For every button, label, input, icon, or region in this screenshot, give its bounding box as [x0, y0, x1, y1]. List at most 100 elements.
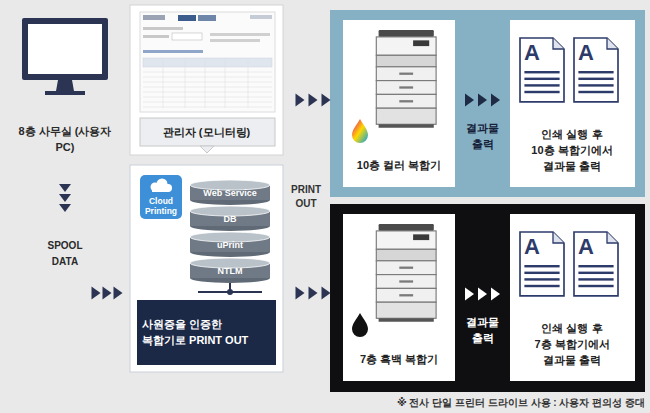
- edge-label: SPOOL DATA: [40, 238, 90, 270]
- arrow-chevron: [296, 287, 305, 300]
- db-layer: uPrint: [192, 238, 268, 252]
- document-letter: A: [578, 235, 598, 259]
- arrow-chevron: [322, 287, 331, 300]
- screenshot-line: [143, 27, 183, 30]
- monitoring-panel: 관리자 (모니터링): [130, 5, 283, 155]
- screenshot-menu: [250, 15, 272, 19]
- mono-printer-panel: [330, 204, 645, 392]
- screenshot-tab: [198, 15, 216, 21]
- monitor-frame: [22, 18, 108, 80]
- screenshot-table-rows: [143, 58, 272, 108]
- node-text: Web Service: [192, 186, 268, 200]
- admin-panel: [130, 5, 283, 155]
- printer-box: 7층 흑백 복합기: [343, 214, 455, 381]
- color-ink-drop: [352, 119, 368, 143]
- node-text: Cloud Printing: [140, 196, 182, 216]
- print-server: 사원증을 인증한 복합기로 PRINT OUT Cloud Printing Web…: [130, 165, 283, 372]
- arrow-chevron: [465, 94, 474, 107]
- node-text: 7층 흑백 복합기: [343, 351, 455, 367]
- document-icon: [574, 232, 618, 296]
- panel-ground: [130, 165, 283, 372]
- document-icon: [574, 38, 618, 102]
- chevron-connector: [465, 94, 500, 107]
- screenshot: [140, 12, 275, 112]
- color-printer-panel: [330, 10, 645, 197]
- print-out-bar: [137, 300, 276, 365]
- footnote: ※ 전사 단일 프린터 드라이브 사용 : 사용자 편의성 증대: [300, 396, 645, 410]
- arrow-chevron: [322, 94, 331, 107]
- panel-ground: [130, 5, 283, 155]
- printer-icon: [376, 30, 436, 128]
- arrow-chevron: [309, 287, 318, 300]
- cloud-printing-badge: Cloud Printing: [140, 175, 182, 219]
- printer-box: [343, 20, 455, 187]
- disc: [190, 232, 270, 257]
- node-text: 관리자 (모니터링): [140, 118, 273, 146]
- caption-box: [140, 118, 275, 146]
- disc: [190, 180, 270, 205]
- arrow-chevron: [465, 288, 474, 301]
- screenshot-logo: [143, 15, 165, 20]
- screenshot-table-head: [143, 58, 272, 67]
- node-text: 10층 컬러 복합기: [343, 157, 455, 173]
- edge-label: 결과물 출력: [461, 314, 505, 346]
- db-stack: [190, 180, 270, 283]
- node-text: DB: [192, 212, 268, 226]
- edge-label: 결과물 출력: [461, 120, 505, 152]
- document-letter: A: [524, 235, 544, 259]
- monitor-base: [45, 91, 85, 95]
- arrow-chevron: [114, 287, 123, 300]
- printer-box: [343, 214, 455, 381]
- arrow-chevron: [92, 287, 101, 300]
- result-box: [510, 214, 635, 381]
- caption-pointer: [200, 146, 214, 153]
- node-text: NTLM: [192, 264, 268, 278]
- node-text: 사원증을 인증한 복합기로 PRINT OUT: [142, 316, 264, 348]
- flow-label: PRINT OUT: [284, 183, 328, 211]
- document-icon: [520, 38, 564, 102]
- db-layer: NTLM: [192, 264, 268, 278]
- network-node: [227, 289, 233, 295]
- monitor-neck: [56, 80, 74, 91]
- node-text: uPrint: [192, 238, 268, 252]
- screenshot-line: [143, 35, 169, 38]
- disc: [190, 206, 270, 231]
- user-pc: 8층 사무실 (사용자 PC): [15, 10, 115, 160]
- server-panel: [130, 165, 283, 372]
- node-text: 인쇄 실행 후 7층 복합기에서 결과물 출력: [532, 320, 612, 368]
- monitor-icon: [22, 18, 108, 95]
- cloud-shape: [151, 179, 173, 193]
- chevron-connector: [465, 288, 500, 301]
- arrow-chevron: [491, 94, 500, 107]
- document-letter: A: [524, 41, 544, 65]
- arrow-chevron: [309, 94, 318, 107]
- screenshot-tab: [178, 15, 196, 21]
- result-box: [510, 20, 635, 187]
- arrow-chevron: [103, 287, 112, 300]
- disc: [190, 258, 270, 283]
- chevron-connector: [296, 94, 331, 107]
- screenshot-line: [210, 33, 270, 36]
- printer-icon: [376, 224, 436, 322]
- arrow-chevron: [59, 184, 71, 192]
- printer-box: 10층 컬러 복합기: [343, 20, 455, 187]
- arrow-chevron: [59, 204, 71, 212]
- cloud-printing-icon: [140, 175, 182, 219]
- node-text: 8층 사무실 (사용자 PC): [15, 123, 115, 155]
- document-icon: [520, 232, 564, 296]
- screenshot-field: [172, 33, 202, 40]
- black-ink-drop: [352, 313, 368, 337]
- arrow-chevron: [491, 288, 500, 301]
- node-text: 인쇄 실행 후 10층 복합기에서 결과물 출력: [529, 126, 615, 174]
- screenshot-line: [143, 50, 203, 53]
- arrow-chevron: [478, 288, 487, 301]
- chevron-connector: [296, 287, 331, 300]
- monitor-screen: [28, 24, 102, 74]
- arrow-chevron: [296, 94, 305, 107]
- screenshot-line: [210, 39, 260, 42]
- db-layer: Web Service: [192, 186, 268, 200]
- arrow-chevron: [478, 94, 487, 107]
